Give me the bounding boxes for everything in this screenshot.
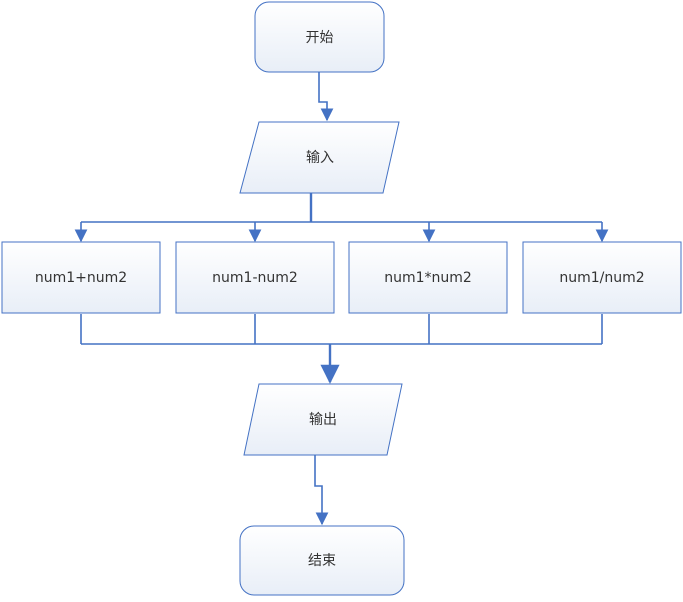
op-div-node: num1/num2 <box>522 241 682 314</box>
output-label: 输出 <box>309 412 337 428</box>
input-node: 输入 <box>239 121 400 194</box>
connector-start-to-input <box>318 72 334 122</box>
op-sub-node: num1-num2 <box>175 241 335 314</box>
end-label: 结束 <box>308 553 336 569</box>
op-div-label: num1/num2 <box>559 270 644 286</box>
op-mul-node: num1*num2 <box>348 241 508 314</box>
start-label: 开始 <box>306 30 334 46</box>
output-node: 输出 <box>243 383 403 456</box>
start-node: 开始 <box>254 1 385 73</box>
end-node: 结束 <box>239 525 405 596</box>
op-add-node: num1+num2 <box>1 241 161 314</box>
input-label: 输入 <box>306 150 334 166</box>
op-add-label: num1+num2 <box>35 270 127 286</box>
connector-lines <box>74 72 609 526</box>
connector-output-to-end <box>314 455 329 526</box>
op-sub-label: num1-num2 <box>212 270 298 286</box>
op-mul-label: num1*num2 <box>384 270 472 286</box>
